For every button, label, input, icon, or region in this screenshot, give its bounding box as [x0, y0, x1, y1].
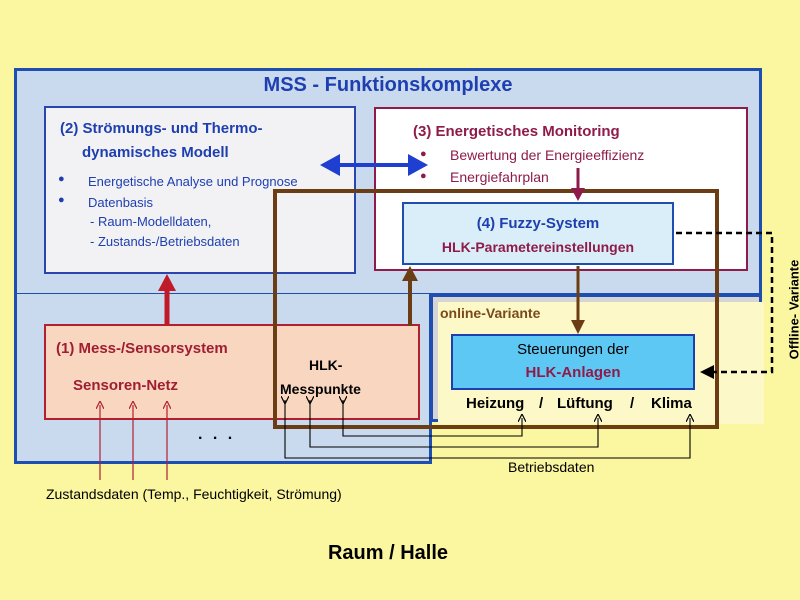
model-sub-zustand: - Zustands-/Betriebsdaten — [90, 234, 240, 249]
sensor-net-label: Sensoren-Netz — [73, 377, 179, 394]
arrow-fuzzy-to-control — [571, 266, 585, 334]
bullet-icon: ● — [58, 194, 65, 206]
zustandsdaten-label: Zustandsdaten (Temp., Feuchtigkeit, Strö… — [46, 486, 342, 502]
model-title-line2: dynamisches Modell — [82, 144, 229, 161]
monitoring-bullet-bewertung: Bewertung der Energieeffizienz — [450, 147, 645, 163]
fuzzy-subtitle: HLK-Parametereinstellungen — [441, 239, 635, 255]
betriebsdaten-lines — [285, 400, 690, 459]
footer-label: Raum / Halle — [327, 542, 449, 564]
model-title-line1: (2) Strömungs- und Thermo- — [60, 120, 263, 137]
ellipsis: . . . — [198, 426, 236, 443]
bullet-icon: ● — [58, 173, 65, 185]
bullet-icon: ● — [420, 148, 427, 160]
fuzzy-title: (4) Fuzzy-System — [476, 215, 600, 232]
arrow-monitoring-to-fuzzy — [571, 168, 585, 201]
sensor-input-arrows — [100, 405, 167, 480]
online-variant-label: online-Variante — [440, 305, 541, 321]
monitoring-bullet-fahrplan: Energiefahrplan — [450, 169, 549, 185]
monitoring-title: (3) Energetisches Monitoring — [413, 123, 620, 140]
control-box — [451, 334, 695, 390]
arrow-sensor-to-model — [158, 274, 176, 326]
betriebsdaten-label: Betriebsdaten — [508, 459, 595, 475]
model-sub-raum: - Raum-Modelldaten, — [90, 214, 212, 229]
control-line1: Steuerungen der — [517, 341, 629, 358]
bullet-icon: ● — [420, 170, 427, 182]
model-bullet-datenbasis: Datenbasis — [88, 195, 154, 210]
sensor-system-title: (1) Mess-/Sensorsystem — [56, 340, 228, 357]
hlk-measure-label-line2: Messpunkte — [280, 381, 361, 397]
fuzzy-box — [402, 202, 674, 265]
model-bullet-analyse: Energetische Analyse und Prognose — [88, 174, 298, 189]
hlk-frame — [273, 189, 719, 429]
arrow-hlk-to-fuzzy — [402, 266, 418, 326]
bidirectional-arrow — [320, 154, 428, 176]
mss-title: MSS - Funktionskomplexe — [263, 74, 513, 96]
hlk-measure-label-line1: HLK- — [309, 357, 343, 373]
offline-loop — [676, 231, 774, 379]
control-line2: HLK-Anlagen — [525, 364, 621, 381]
